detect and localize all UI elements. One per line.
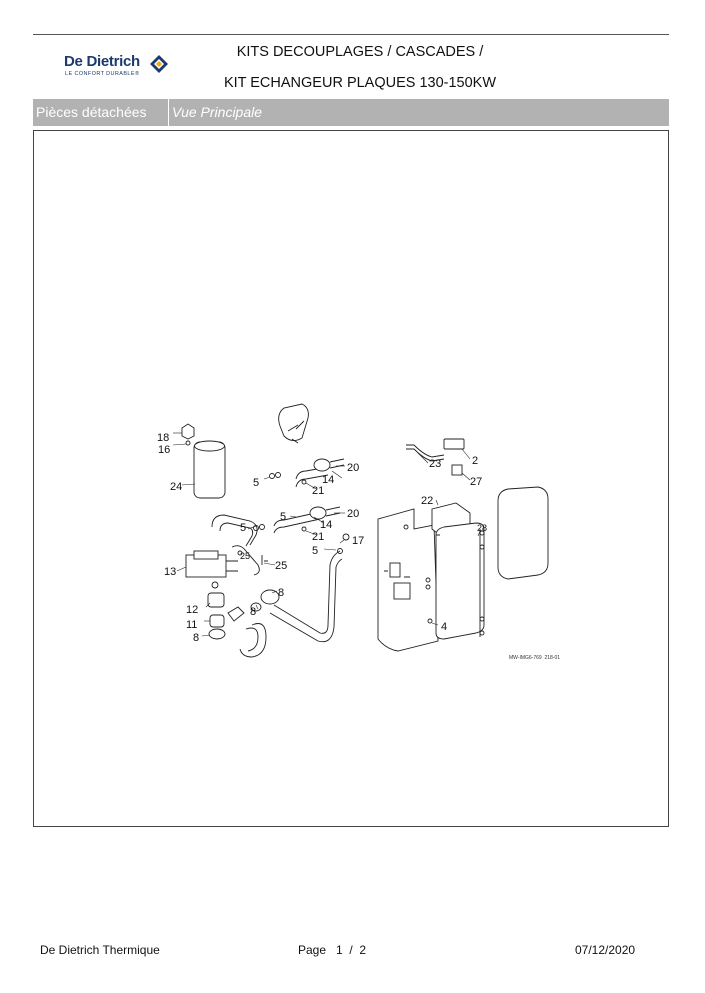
- callout-22: 22: [421, 495, 433, 507]
- brand-name: De Dietrich: [64, 53, 140, 70]
- callout-28: 28: [477, 523, 487, 533]
- tab-main-view[interactable]: Vue Principale: [172, 104, 263, 120]
- long-return-pipe: [273, 550, 341, 634]
- valve-fitting: [181, 423, 195, 440]
- callout-5-middle: 5: [280, 511, 286, 523]
- callout-24: 24: [170, 481, 182, 493]
- callout-8-lower: 8: [193, 632, 199, 644]
- document-title-line1: KITS DECOUPLAGES / CASCADES /: [236, 44, 484, 60]
- callout-14-upper: 14: [322, 474, 334, 486]
- exploded-view-frame: 18 16 24 5 14 20 21 23 2 27 22 28 5 5 20…: [33, 130, 669, 827]
- brand-tagline: LE CONFORT DURABLE®: [65, 71, 140, 77]
- middle-pipe: [273, 511, 321, 527]
- reference-code: MW-IMG6-769 218-01: [509, 655, 560, 661]
- callout-25-left: 25: [240, 551, 250, 561]
- callout-21-upper: 21: [312, 485, 324, 497]
- footer-date: 07/12/2020: [575, 943, 636, 957]
- tab-spare-parts[interactable]: Pièces détachées: [36, 104, 147, 120]
- brand-logo: De Dietrich LE CONFORT DURABLE®: [64, 53, 174, 85]
- footer-company: De Dietrich Thermique: [40, 943, 160, 957]
- callout-8-middle: 8: [250, 606, 256, 618]
- callout-16: 16: [158, 444, 170, 456]
- callout-13: 13: [164, 566, 176, 578]
- callout-8-upper: 8: [278, 587, 284, 599]
- header-rule: [33, 34, 669, 35]
- callout-5-lower: 5: [312, 545, 318, 557]
- callout-17: 17: [352, 535, 364, 547]
- document-title-line2: KIT ECHANGEUR PLAQUES 130-150KW: [223, 75, 497, 91]
- callout-18: 18: [157, 432, 169, 444]
- mounting-bracket: [377, 508, 439, 652]
- section-tab-bar: Pièces détachées Vue Principale: [33, 99, 669, 126]
- upper-pipe: [295, 466, 329, 480]
- callout-5-upper: 5: [253, 477, 259, 489]
- tab-separator: [168, 99, 169, 126]
- callout-14-middle: 14: [320, 519, 332, 531]
- plate-heat-exchanger: [435, 522, 485, 640]
- callout-5-left: 5: [240, 522, 246, 534]
- callout-2: 2: [472, 455, 478, 467]
- callout-21-middle: 21: [312, 531, 324, 543]
- callout-4: 4: [441, 621, 447, 633]
- callout-20-middle: 20: [347, 508, 359, 520]
- callout-11: 11: [186, 619, 197, 631]
- brand-diamond-icon: [150, 55, 168, 73]
- callout-20-upper: 20: [347, 462, 359, 474]
- callout-27: 27: [470, 476, 482, 488]
- insulation-jacket: [497, 486, 549, 580]
- exploded-view-diagram: 18 16 24 5 14 20 21 23 2 27 22 28 5 5 20…: [157, 403, 560, 661]
- callout-25-right: 25: [275, 560, 287, 572]
- footer-page-number: Page 1 / 2: [298, 943, 367, 957]
- callout-12: 12: [186, 604, 198, 616]
- callout-23: 23: [429, 458, 441, 470]
